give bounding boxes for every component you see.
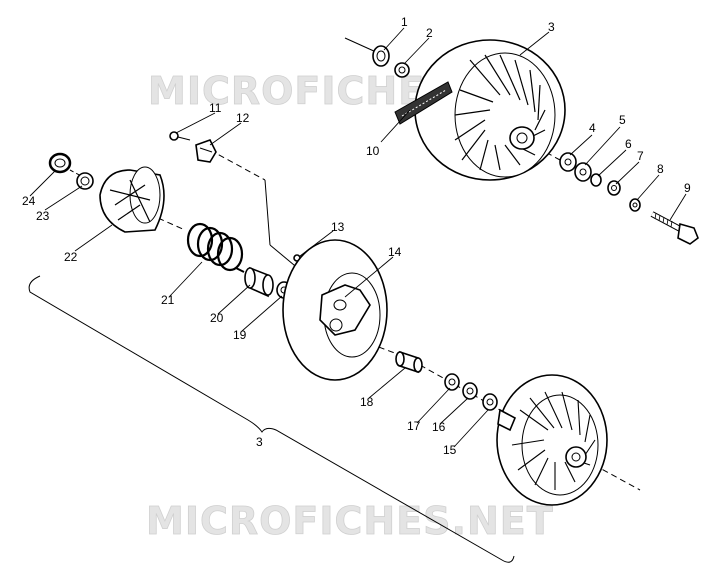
part-7-washer [607, 180, 621, 196]
callout-2: 2 [426, 26, 433, 40]
callout-7: 7 [637, 149, 644, 163]
callout-15: 15 [443, 443, 457, 457]
part-16-washer [462, 382, 478, 400]
callout-16: 16 [432, 420, 446, 434]
callout-4: 4 [589, 121, 596, 135]
callout-labels: 1 2 3 4 5 6 7 8 9 10 11 12 13 14 15 16 1… [22, 15, 691, 457]
part-15-washer [482, 393, 498, 411]
callout-19: 19 [233, 328, 247, 342]
part-5-washer [574, 162, 592, 182]
callout-11: 11 [209, 101, 222, 115]
part-9-bolt [650, 211, 699, 245]
part-8-nut [629, 198, 641, 212]
stationary-sheave-bottom [496, 374, 608, 506]
callout-12: 12 [236, 111, 250, 125]
callout-9: 9 [684, 181, 691, 195]
part-12-roller [195, 139, 217, 163]
watermark-bottom: MICROFICHES.NET [146, 499, 554, 543]
callout-3: 3 [548, 20, 555, 34]
callout-10: 10 [366, 144, 380, 158]
part-11-screw [169, 131, 191, 141]
callout-23: 23 [36, 209, 50, 223]
part-2-washer [394, 62, 410, 78]
part-20-bushing [244, 266, 274, 298]
part-17-washer [444, 373, 460, 391]
callout-18: 18 [360, 395, 374, 409]
part-18-bushing [395, 350, 423, 374]
part-1-bushing [372, 45, 390, 67]
assembly-label: 3 [256, 435, 263, 449]
callout-6: 6 [625, 137, 632, 151]
part-4-washer [559, 152, 577, 172]
callout-21: 21 [161, 293, 175, 307]
callout-20: 20 [210, 311, 224, 325]
leader-lines [29, 27, 687, 448]
part-24-snap-ring [48, 152, 72, 174]
callout-13: 13 [331, 220, 345, 234]
callout-5: 5 [619, 113, 626, 127]
callout-14: 14 [388, 245, 402, 259]
callout-24: 24 [22, 194, 36, 208]
callout-22: 22 [64, 250, 78, 264]
callout-8: 8 [657, 162, 664, 176]
assembly-bracket [28, 275, 515, 563]
part-21-spring [186, 222, 245, 273]
callout-17: 17 [407, 419, 421, 433]
part-23-washer [76, 172, 94, 190]
part-6-washer [590, 173, 602, 187]
part-14-moveable-sheave [282, 239, 388, 381]
callout-1: 1 [401, 15, 408, 29]
part-3-sheave-top [414, 39, 566, 181]
part-22-cam [99, 166, 165, 233]
